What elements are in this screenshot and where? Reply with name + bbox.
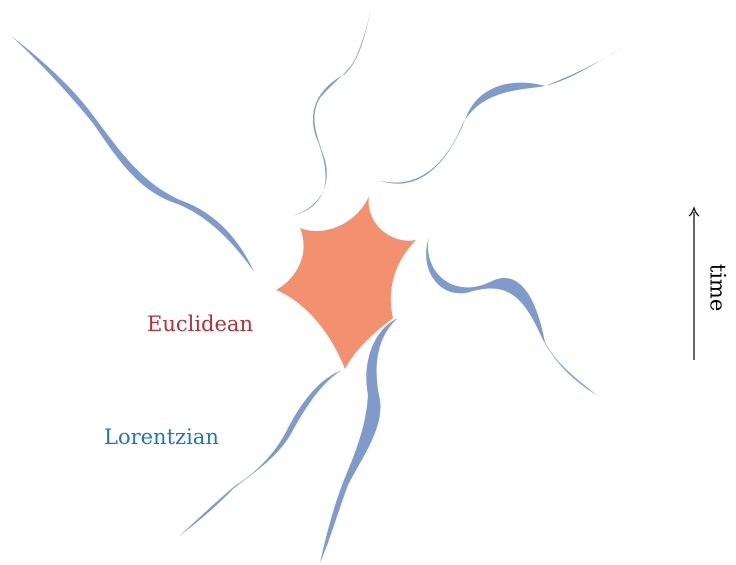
- lorentzian-branch-lower-middle: [320, 318, 398, 563]
- lorentzian-branch-top: [292, 6, 372, 216]
- euclidean-label: Euclidean: [147, 314, 253, 335]
- lorentzian-branch-upper-left: [10, 35, 254, 272]
- lorentzian-branch-right: [426, 237, 598, 396]
- lorentzian-branch-upper-right: [378, 46, 625, 184]
- lorentzian-label: Lorentzian: [104, 427, 219, 448]
- lorentzian-branch-lower-left: [178, 370, 342, 537]
- time-axis-label: time: [707, 258, 728, 318]
- euclidean-region: [276, 196, 416, 369]
